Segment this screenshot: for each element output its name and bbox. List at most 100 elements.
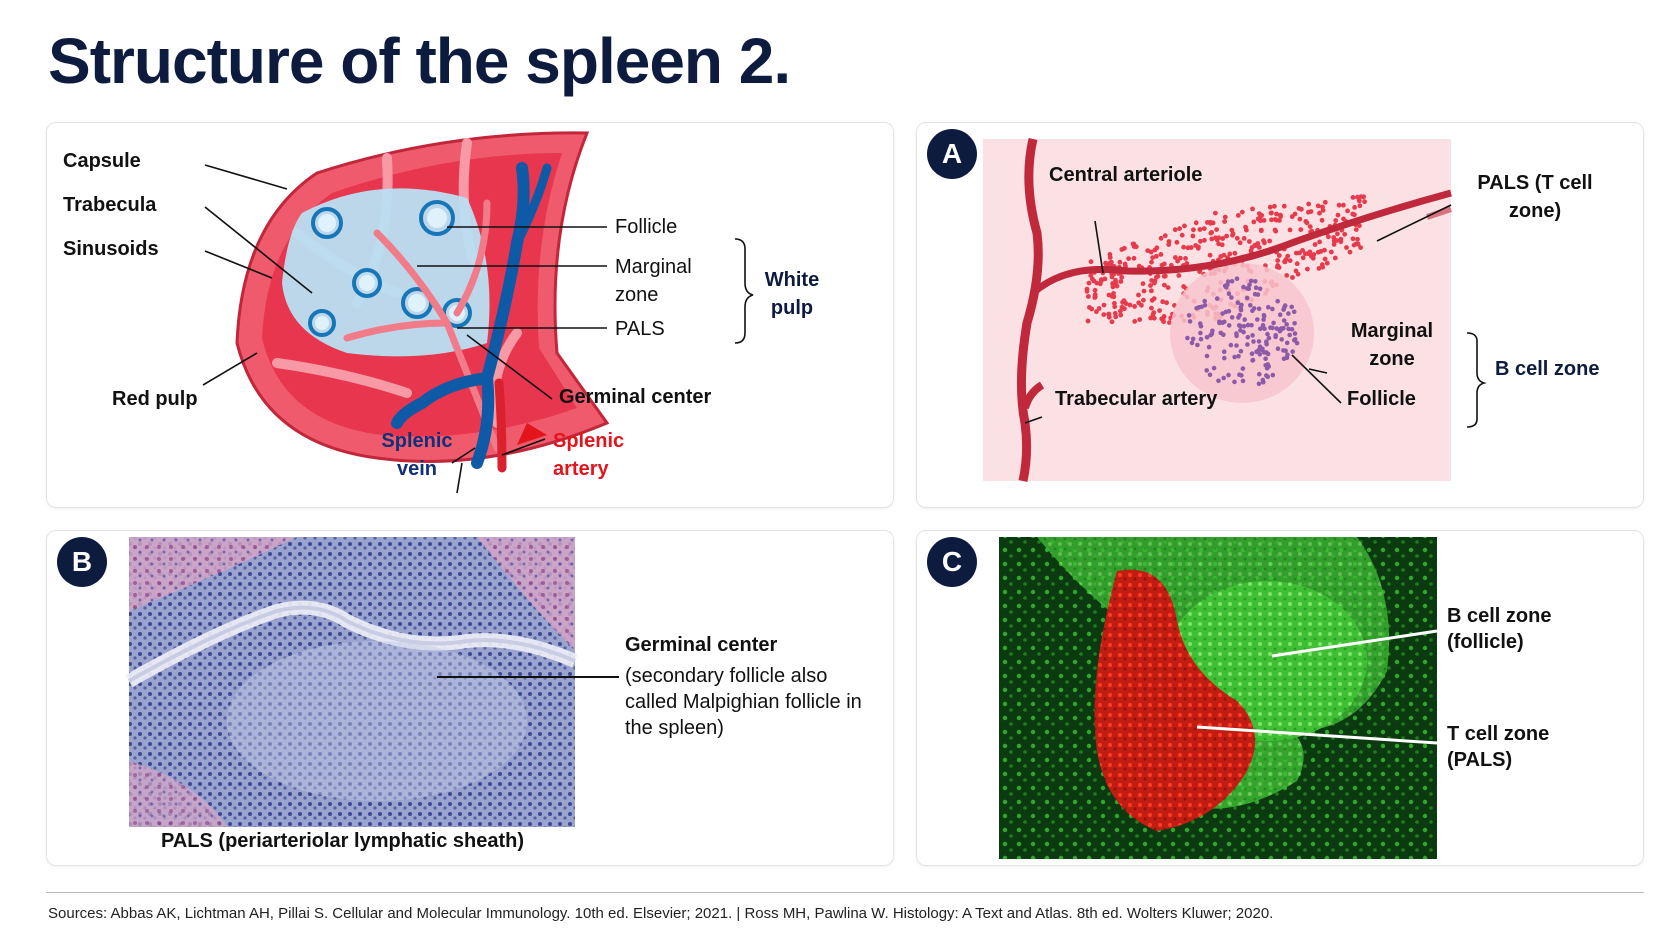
t-cell-dot bbox=[1158, 235, 1164, 241]
t-cell-dot bbox=[1304, 220, 1310, 226]
b-cell-dot bbox=[1226, 372, 1231, 378]
t-cell-dot bbox=[1229, 227, 1235, 233]
t-cell-dot bbox=[1326, 234, 1331, 240]
t-cell-dot bbox=[1136, 292, 1141, 298]
t-cell-dot bbox=[1269, 210, 1274, 216]
t-cell-dot bbox=[1141, 297, 1146, 303]
t-cell-dot bbox=[1258, 218, 1263, 224]
b-cell-dot bbox=[1232, 379, 1237, 385]
t-cell-dot bbox=[1303, 251, 1308, 257]
b-cell-dot bbox=[1207, 372, 1213, 378]
badge-b: B bbox=[57, 537, 107, 587]
t-cell-dot bbox=[1103, 260, 1108, 266]
label-splenic-artery: Splenic artery bbox=[553, 430, 625, 480]
t-cell-dot bbox=[1273, 228, 1279, 234]
b-cell-dot bbox=[1234, 331, 1239, 336]
t-cell-dot bbox=[1084, 286, 1090, 292]
b-cell-dot bbox=[1274, 326, 1280, 331]
b-cell-dot bbox=[1195, 342, 1200, 348]
t-cell-dot bbox=[1255, 241, 1261, 246]
t-cell-dot bbox=[1335, 212, 1341, 218]
t-cell-dot bbox=[1277, 218, 1282, 223]
t-cell-dot bbox=[1160, 299, 1166, 305]
t-cell-dot bbox=[1350, 211, 1356, 217]
b-cell-dot bbox=[1292, 331, 1298, 336]
t-cell-dot bbox=[1350, 195, 1356, 200]
t-cell-dot bbox=[1149, 305, 1154, 311]
t-cell-dot bbox=[1131, 255, 1137, 261]
label-pals-full: PALS (periarteriolar lymphatic sheath) bbox=[161, 830, 525, 852]
b-cell-dot bbox=[1202, 298, 1207, 304]
b-cell-dot bbox=[1245, 322, 1251, 328]
t-cell-dot bbox=[1172, 227, 1178, 233]
t-cell-dot bbox=[1091, 278, 1097, 284]
t-cell-dot bbox=[1261, 218, 1267, 223]
t-cell-dot bbox=[1239, 209, 1245, 215]
b-cell-dot bbox=[1281, 325, 1286, 331]
b-cell-dot bbox=[1241, 324, 1247, 329]
b-cell-dot bbox=[1257, 352, 1263, 357]
t-cell-dot bbox=[1294, 261, 1300, 267]
b-cell-dot bbox=[1234, 343, 1239, 348]
b-cell-dot bbox=[1257, 286, 1263, 292]
t-cell-dot bbox=[1317, 239, 1322, 245]
b-cell-dot bbox=[1247, 282, 1252, 288]
t-cell-dot bbox=[1161, 319, 1166, 325]
immunofluorescence-image bbox=[999, 537, 1438, 859]
label-sinusoids: Sinusoids bbox=[63, 238, 159, 260]
t-cell-dot bbox=[1089, 306, 1095, 312]
b-cell-dot bbox=[1263, 356, 1268, 361]
label-central-arteriole: Central arteriole bbox=[1049, 164, 1203, 186]
t-cell-dot bbox=[1154, 253, 1159, 259]
t-cell-dot bbox=[1136, 300, 1142, 306]
b-cell-dot bbox=[1196, 305, 1202, 310]
t-cell-dot bbox=[1107, 255, 1113, 260]
b-cell-dot bbox=[1225, 279, 1231, 284]
b-cell-dot bbox=[1292, 338, 1297, 343]
t-cell-dot bbox=[1308, 209, 1314, 214]
t-cell-dot bbox=[1183, 256, 1188, 261]
t-cell-dot bbox=[1289, 214, 1295, 220]
b-cell-dot bbox=[1229, 315, 1235, 320]
t-cell-dot bbox=[1234, 235, 1240, 241]
b-cell-dot bbox=[1242, 317, 1247, 322]
t-cell-dot bbox=[1118, 308, 1123, 314]
t-cell-dot bbox=[1190, 233, 1196, 239]
b-cell-dot bbox=[1290, 349, 1295, 354]
b-cell-dot bbox=[1253, 285, 1259, 290]
t-cell-dot bbox=[1198, 238, 1203, 244]
t-cell-dot bbox=[1358, 245, 1363, 250]
b-cell-dot bbox=[1291, 309, 1297, 315]
t-cell-dot bbox=[1357, 223, 1362, 229]
label-marginal-zone-a: Marginal zone bbox=[1350, 320, 1434, 370]
t-cell-dot bbox=[1167, 320, 1172, 325]
b-cell-dot bbox=[1264, 339, 1269, 344]
t-cell-dot bbox=[1315, 203, 1321, 209]
label-b-cell-zone-a: B cell zone bbox=[1495, 358, 1600, 380]
label-red-pulp: Red pulp bbox=[112, 388, 198, 410]
b-cell-dot bbox=[1221, 332, 1226, 337]
t-cell-dot bbox=[1149, 288, 1154, 294]
t-cell-dot bbox=[1331, 242, 1337, 247]
t-cell-dot bbox=[1320, 204, 1325, 210]
t-cell-dot bbox=[1333, 218, 1339, 223]
b-cell-dot bbox=[1289, 304, 1294, 310]
t-cell-dot bbox=[1250, 206, 1255, 212]
badge-c: C bbox=[927, 537, 977, 587]
t-cell-dot bbox=[1086, 294, 1091, 299]
b-cell-dot bbox=[1240, 378, 1246, 384]
t-cell-dot bbox=[1258, 228, 1264, 234]
t-cell-dot bbox=[1317, 210, 1322, 216]
t-cell-dot bbox=[1355, 194, 1360, 200]
b-cell-dot bbox=[1270, 372, 1276, 378]
t-cell-dot bbox=[1324, 260, 1330, 266]
t-cell-dot bbox=[1092, 287, 1098, 293]
spleen-anatomy-illustration bbox=[202, 131, 754, 494]
label-germinal-center-b: Germinal center bbox=[625, 634, 778, 656]
t-cell-dot bbox=[1154, 274, 1159, 280]
b-cell-dot bbox=[1284, 322, 1289, 327]
b-cell-dot bbox=[1292, 321, 1297, 326]
spleen-anatomy-panel: Capsule Trabecula Sinusoids Red pulp Fol… bbox=[46, 122, 894, 508]
t-cell-dot bbox=[1243, 224, 1248, 230]
b-cell-dot bbox=[1245, 334, 1251, 340]
